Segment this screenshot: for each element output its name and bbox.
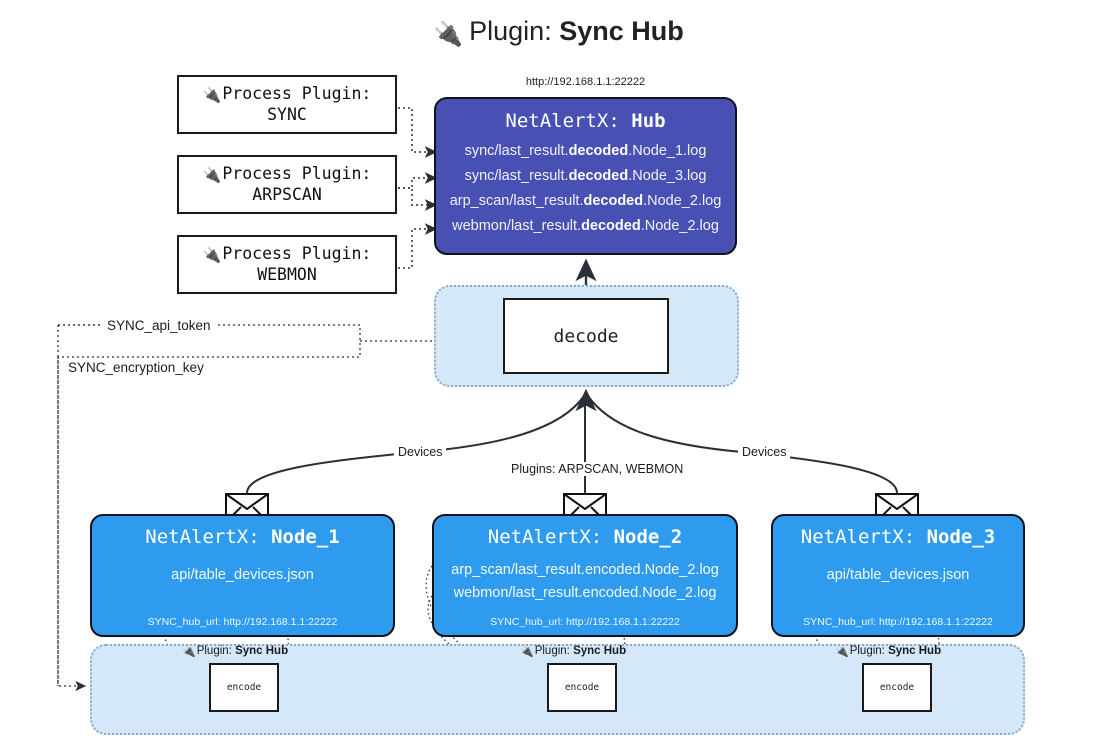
node-lines: api/table_devices.json [92,564,393,587]
node-title-prefix: NetAlertX: [145,526,272,548]
plug-icon: 🔌 [202,86,222,105]
encode-box[interactable]: encode [862,663,932,712]
plug-icon: 🔌 [182,646,196,658]
hub-line-mid: decoded [568,143,629,159]
process-plugin-name: SYNC [267,104,307,124]
hub-log-line: sync/last_result.decoded.Node_3.log [436,164,735,189]
hub-title: NetAlertX: Hub [436,110,735,132]
hub-line-pre: sync/last_result. [464,167,569,184]
process-plugin-name: ARPSCAN [252,184,322,204]
hub-line-post: .Node_2.log [643,192,722,209]
plug-icon: 🔌 [202,166,222,185]
setting-label-encryption-key: SYNC_encryption_key [64,360,208,375]
node-lines: api/table_devices.json [773,564,1023,587]
plug-icon: 🔌 [520,646,534,658]
encode-caption-prefix: Plugin: [849,645,889,657]
page-title: 🔌Plugin: Sync Hub [0,16,1117,49]
page-title-name: Sync Hub [559,16,684,46]
node-lines: arp_scan/last_result.encoded.Node_2.log … [434,559,736,606]
node-title-name: Node_3 [926,526,996,548]
encode-caption-prefix: Plugin: [196,645,236,657]
process-plugin-name: WEBMON [257,264,317,284]
process-plugin-box-webmon[interactable]: 🔌Process Plugin: WEBMON [177,235,397,294]
node-box-node-1[interactable]: NetAlertX: Node_1 api/table_devices.json… [90,514,395,637]
hub-line-post: .Node_3.log [628,167,707,184]
node-title-name: Node_1 [271,526,340,548]
hub-line-mid: decoded [568,167,629,184]
node-title: NetAlertX: Node_3 [773,526,1023,548]
page-title-prefix: Plugin: [469,16,560,46]
encode-box[interactable]: encode [547,663,617,712]
hub-line-post: .Node_2.log [640,217,719,234]
node-title: NetAlertX: Node_1 [92,526,393,548]
encode-caption-name: Sync Hub [888,645,942,657]
encode-caption: 🔌Plugin: Sync Hub [182,645,288,658]
node-title-prefix: NetAlertX: [800,526,927,548]
node-title-prefix: NetAlertX: [487,526,614,548]
encode-caption-prefix: Plugin: [534,645,574,657]
edge-label-devices-right: Devices [738,445,791,459]
process-plugin-box-sync[interactable]: 🔌Process Plugin: SYNC [177,75,397,134]
hub-log-line: webmon/last_result.decoded.Node_2.log [436,214,735,239]
decode-box[interactable]: decode [503,298,669,374]
plug-icon: 🔌 [433,21,464,48]
node-line: arp_scan/last_result.encoded.Node_2.log [451,562,719,578]
hub-line-pre: sync/last_result. [464,143,569,159]
setting-label-api-token: SYNC_api_token [103,318,215,333]
hub-line-post: .Node_1.log [628,143,707,159]
node-footer: SYNC_hub_url: http://192.168.1.1:22222 [490,616,680,628]
encode-caption-name: Sync Hub [235,645,289,657]
encode-caption: 🔌Plugin: Sync Hub [520,645,626,658]
hub-log-line: arp_scan/last_result.decoded.Node_2.log [436,189,735,214]
process-plugin-box-arpscan[interactable]: 🔌Process Plugin: ARPSCAN [177,155,397,214]
node-title-name: Node_2 [613,526,683,548]
hub-node[interactable]: NetAlertX: Hub sync/last_result.decoded.… [434,97,737,255]
hub-line-pre: arp_scan/last_result. [449,192,584,209]
process-plugin-label: Process Plugin: [222,84,372,104]
node-footer: SYNC_hub_url: http://192.168.1.1:22222 [147,616,338,628]
hub-title-name: Hub [631,110,666,132]
edge-label-devices-left: Devices [394,445,447,459]
node-title: NetAlertX: Node_2 [434,526,736,548]
hub-url-label: http://192.168.1.1:22222 [525,76,646,88]
node-box-node-3[interactable]: NetAlertX: Node_3 api/table_devices.json… [771,514,1025,637]
node-line: api/table_devices.json [171,567,314,583]
node-line: api/table_devices.json [826,567,970,583]
encode-caption-name: Sync Hub [573,645,627,657]
encode-caption: 🔌Plugin: Sync Hub [835,645,941,658]
node-box-node-2[interactable]: NetAlertX: Node_2 arp_scan/last_result.e… [432,514,738,637]
hub-line-mid: decoded [581,217,641,234]
plug-icon: 🔌 [835,646,849,658]
process-plugin-label: Process Plugin: [222,244,372,264]
hub-line-mid: decoded [583,192,644,209]
encode-box[interactable]: encode [209,663,279,712]
hub-line-pre: webmon/last_result. [452,217,582,234]
process-plugin-label: Process Plugin: [222,164,372,184]
plug-icon: 🔌 [202,246,222,265]
node-footer: SYNC_hub_url: http://192.168.1.1:22222 [803,616,993,628]
hub-title-prefix: NetAlertX: [505,110,632,132]
node-line: webmon/last_result.encoded.Node_2.log [453,585,717,602]
hub-log-line: sync/last_result.decoded.Node_1.log [436,139,735,164]
edge-label-plugins: Plugins: ARPSCAN, WEBMON [507,462,688,476]
